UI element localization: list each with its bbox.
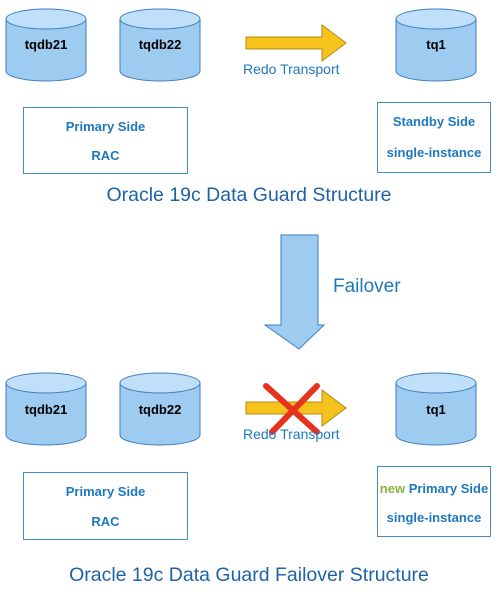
node-label-tq1-top: tq1	[426, 37, 446, 52]
node-label-tqdb22-bottom: tqdb22	[138, 402, 182, 417]
standby-box-subtitle-top: single-instance	[386, 145, 482, 160]
broken-transport-cross-icon	[263, 383, 320, 435]
standby-box-title-top: Standby Side	[392, 114, 476, 129]
primary-side-box-bottom: Primary Side RAC	[23, 472, 188, 540]
primary-box-title-top: Primary Side	[65, 119, 146, 134]
new-primary-box-title-text: Primary Side	[408, 481, 489, 496]
new-tag: new	[379, 481, 406, 496]
new-primary-box-bottom: new Primary Side single-instance	[377, 466, 491, 537]
standby-side-box-top: Standby Side single-instance	[377, 102, 491, 173]
primary-box-subtitle-bottom: RAC	[91, 514, 120, 529]
primary-box-subtitle-top: RAC	[91, 148, 120, 163]
primary-side-box-top: Primary Side RAC	[23, 107, 188, 174]
redo-arrow-top	[245, 24, 347, 62]
node-label-tqdb21-top: tqdb21	[24, 37, 68, 52]
new-primary-box-subtitle: single-instance	[386, 510, 482, 525]
node-label-tqdb22-top: tqdb22	[138, 37, 182, 52]
transport-label-bottom: Redo Transport	[243, 426, 340, 442]
primary-box-title-bottom: Primary Side	[65, 484, 146, 499]
transport-label-top: Redo Transport	[243, 61, 340, 77]
failover-label: Failover	[333, 276, 401, 297]
node-label-tqdb21-bottom: tqdb21	[24, 402, 68, 417]
caption-top: Oracle 19c Data Guard Structure	[106, 184, 392, 206]
node-label-tq1-bottom: tq1	[426, 402, 446, 417]
caption-bottom: Oracle 19c Data Guard Failover Structure	[69, 564, 429, 586]
failover-arrow	[263, 234, 326, 350]
new-primary-box-title: new Primary Side	[378, 481, 490, 496]
